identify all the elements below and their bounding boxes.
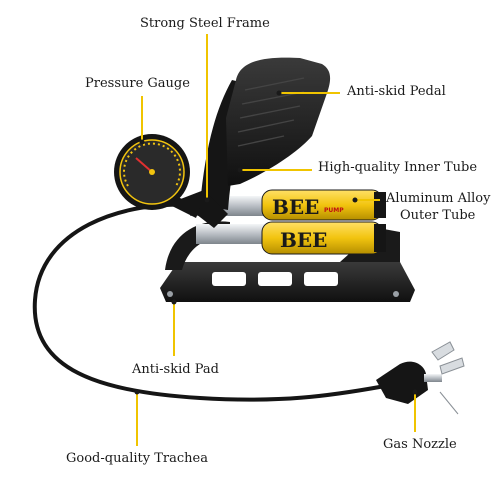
brand-sub-top: PUMP <box>324 207 344 214</box>
gauge-hub <box>149 169 155 175</box>
inner-tube-chrome-bottom <box>196 224 268 244</box>
label-outer-tube-line2: Outer Tube <box>400 208 476 223</box>
label-gas-nozzle: Gas Nozzle <box>383 437 457 452</box>
base-slot-3 <box>304 272 338 286</box>
gauge-needle <box>135 157 153 173</box>
label-pressure-gauge: Pressure Gauge <box>85 76 190 91</box>
leader-dots <box>134 90 418 395</box>
nozzle-adapters <box>431 341 465 415</box>
gauge-scale <box>123 142 181 187</box>
label-anti-skid-pedal: Anti-skid Pedal <box>347 84 446 99</box>
label-inner-tube: High-quality Inner Tube <box>318 160 478 175</box>
brand-mark-top: BEE <box>272 195 319 219</box>
label-strong-steel-frame: Strong Steel Frame <box>140 16 270 31</box>
gas-nozzle-head <box>376 361 428 404</box>
label-trachea: Good-quality Trachea <box>66 451 208 466</box>
brand-mark-bottom: BEE <box>280 228 327 252</box>
base-bolt-right <box>393 291 399 297</box>
base-bolt-left <box>167 291 173 297</box>
base-slot-1 <box>212 272 246 286</box>
tube-cap-top <box>374 192 386 218</box>
nozzle-chrome <box>424 374 442 382</box>
label-outer-tube-line1: Aluminum Alloy <box>386 191 491 206</box>
tube-cap-bottom <box>374 224 386 252</box>
base-slot-2 <box>258 272 292 286</box>
gauge-mount <box>172 196 200 218</box>
anti-skid-pedal <box>226 57 331 186</box>
pedal-hinge <box>178 190 228 228</box>
label-anti-skid-pad: Anti-skid Pad <box>132 362 219 377</box>
leader-lines <box>136 34 416 446</box>
hose <box>32 202 386 402</box>
